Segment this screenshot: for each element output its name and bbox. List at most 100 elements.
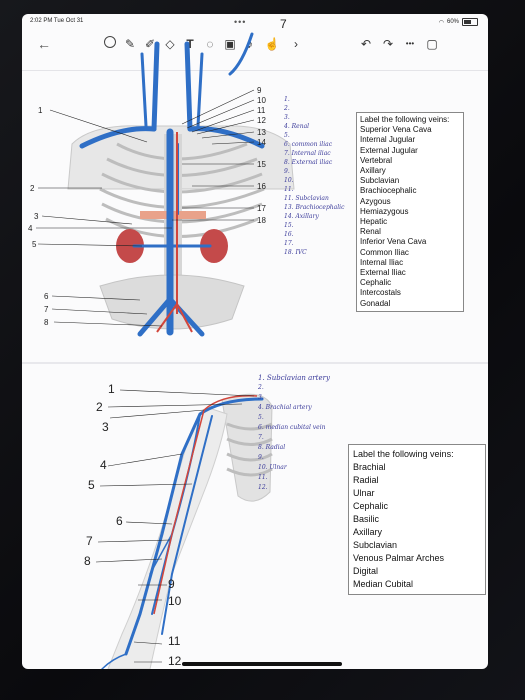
word-bank-item: Internal Iliac [360,257,404,267]
arm-answer-6: 6. median cubital vein [258,424,326,431]
word-bank-item: Cephalic [353,501,389,511]
answer-16: 16. [284,231,294,238]
expand-icon[interactable]: › [294,37,298,51]
answer-13: 13. Brachiocephalic [284,204,345,211]
arm-label-number-7: 7 [86,534,93,548]
answer-8: 8. External iliac [284,159,333,166]
page1-leader-lines [36,89,255,327]
label-number-15: 15 [257,160,266,169]
arm-label-number-11: 11 [168,634,181,648]
back-icon[interactable]: ← [37,36,51,52]
word-bank-item: Digital [353,566,379,576]
label-number-11: 11 [257,106,266,115]
word-bank-item: Vertebral [360,155,393,165]
answer-10: 10. [284,177,294,184]
arm-silhouette [107,408,228,669]
word-bank-item: Azygous [360,196,391,206]
word-bank-item: Renal [360,227,381,237]
label-number-6: 6 [44,292,49,301]
word-bank-item: Hemiazygous [360,206,409,216]
arm-label-number-5: 5 [88,478,95,492]
label-number-12: 12 [257,116,266,125]
label-number-13: 13 [257,128,266,137]
multitask-dots[interactable]: ••• [234,17,247,27]
word-bank-item: Superior Vena Cava [360,125,432,135]
word-bank-title: Label the following veins: [360,115,450,124]
arm-answer-11: 11. [258,474,268,481]
arm-label-number-6: 6 [116,514,123,528]
answer-5: 5. [284,132,290,139]
arm-answer-3: 3. [258,394,264,401]
answer-9: 9. [284,168,290,175]
word-bank-item: Venous Palmar Arches [353,553,445,563]
eraser-icon[interactable]: ◇ [165,37,175,51]
wifi-icon: ◠ [438,19,444,26]
touch-icon[interactable]: ☝ [264,37,280,51]
label-number-2: 2 [30,184,35,193]
label-number-17: 17 [257,204,266,213]
word-bank-item: Inferior Vena Cava [360,237,427,247]
answer-11: 11. [284,186,294,193]
answer-18: 18. IVC [284,249,307,256]
arm-answer-12: 12. [258,484,268,491]
arm-answer-1: 1. Subclavian artery [258,374,330,382]
word-bank-item: External Jugular [360,145,418,155]
label-number-8: 8 [44,318,49,327]
redo-icon[interactable]: ↷ [382,37,394,51]
answer-7: 7. Internal iliac [284,150,331,157]
answer-4: 4. Renal [284,123,310,130]
battery-percent: 60% [446,19,459,25]
arm-answer-4: 4. Brachial artery [258,404,312,411]
word-bank-item: Radial [353,475,379,485]
arm-label-number-8: 8 [84,554,91,568]
status-indicators: ◠ 60% [439,18,478,26]
word-bank-item: Brachiocephalic [360,186,417,196]
word-bank-item: Axillary [360,166,386,176]
word-bank-title: Label the following veins: [353,449,454,459]
answer-15: 15. [284,222,294,229]
word-bank-item: Brachial [353,462,386,472]
label-number-10: 10 [257,96,266,105]
arm-answer-8: 8. Radial [258,444,286,451]
arm-ribs [226,422,273,477]
arm-label-number-12: 12 [168,654,182,668]
arm-answer-10: 10. Ulnar [258,464,287,471]
home-indicator[interactable] [182,662,342,666]
pencil-icon[interactable]: ✐ [144,37,156,51]
right-kidney [200,229,228,263]
answer-17: 17. [284,240,294,247]
lasso-icon[interactable] [102,36,118,52]
shape-icon[interactable]: ◌ [206,37,214,51]
arm-label-number-2: 2 [96,400,103,414]
word-bank-item: Ulnar [353,488,375,498]
page2-word-bank: Label the following veins: Brachial Radi… [348,444,486,595]
word-bank-item: Internal Jugular [360,135,416,145]
label-number-3: 3 [34,212,39,221]
label-number-1: 1 [38,106,43,115]
answer-6: 6. common iliac [284,141,333,148]
page-number: 7 [280,17,287,31]
word-bank-item: Intercostals [360,288,401,298]
more-icon[interactable]: ••• [405,39,415,48]
image-icon[interactable]: ▣ [224,37,236,51]
page-break [22,362,488,364]
battery-icon [462,18,478,26]
pen-icon[interactable]: ✎ [124,37,136,51]
text-icon[interactable]: T [186,37,194,51]
toolbar-divider [22,70,488,71]
undo-icon[interactable]: ↶ [360,37,372,51]
arm-answer-9: 9. [258,454,264,461]
pages-icon[interactable]: ▢ [426,37,438,51]
label-number-7: 7 [44,305,49,314]
word-bank-item: Hepatic [360,217,388,227]
page2-leader-lines [95,389,255,663]
status-time: 2:02 PM Tue Oct 31 [30,18,84,24]
answer-14: 14. Axillary [284,213,319,220]
artery-network [156,132,193,333]
word-bank-item: Basilic [353,514,380,524]
word-bank-item: Cephalic [360,278,392,288]
notes-app-screen: 2:02 PM Tue Oct 31 ••• ◠ 60% ← ✎ ✐ ◇ T ◌… [22,14,488,669]
label-number-14: 14 [257,138,266,147]
arm-label-number-4: 4 [100,458,107,472]
